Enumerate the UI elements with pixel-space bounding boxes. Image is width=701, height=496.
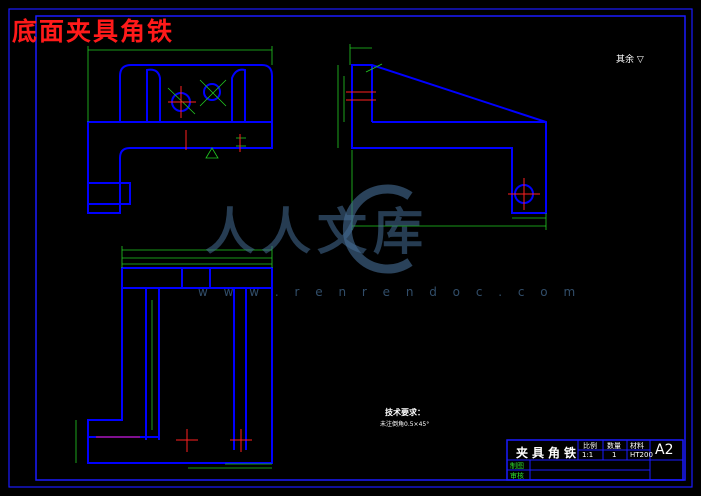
- title-block-row-drawn: 制图: [510, 462, 524, 470]
- roughness-note: 其余 ▽: [616, 55, 644, 65]
- top-view-centerlines: [96, 429, 252, 452]
- inner-frame: [35, 15, 686, 481]
- watermark-url: w w w . r e n r e n d o c . c o m: [198, 285, 582, 299]
- title-block-row-checked: 审核: [510, 472, 524, 480]
- side-view-dims: [337, 44, 547, 230]
- title-block-header-scale: 比例: [583, 442, 597, 450]
- title-block-header-quantity: 数量: [607, 442, 621, 450]
- side-view-centerlines: [346, 91, 540, 210]
- technical-requirements-title: 技术要求：: [385, 408, 425, 417]
- title-block-header-material: 材料: [630, 442, 644, 450]
- watermark-logo: [342, 184, 413, 274]
- front-view: [87, 64, 273, 214]
- technical-requirements-body: 未注倒角0.5×45°: [380, 421, 430, 428]
- outer-border: [8, 8, 693, 488]
- title-block: [506, 439, 684, 481]
- front-view-centerlines: [168, 86, 241, 152]
- title-block-part-name: 夹具角铁: [516, 446, 581, 460]
- watermark-text: 人人文库: [205, 202, 429, 261]
- title-block-scale: 1:1: [582, 451, 594, 459]
- title-block-sheet-size: A2: [655, 442, 674, 458]
- top-view-dims: [75, 246, 273, 469]
- title-block-quantity: 1: [612, 451, 617, 459]
- title-block-material: HT200: [630, 451, 653, 459]
- drawing-title: 底面夹具角铁: [12, 17, 175, 46]
